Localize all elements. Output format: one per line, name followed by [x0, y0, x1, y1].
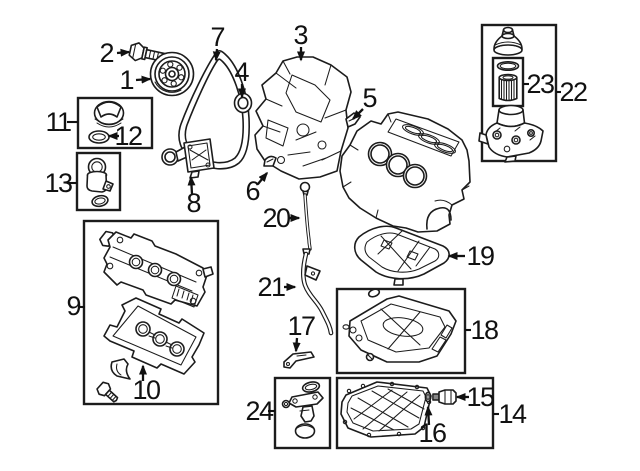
part-drain-plug-gasket[interactable] — [424, 391, 432, 403]
callout-24[interactable]: 24 — [245, 396, 275, 426]
part-oil-filler-cap[interactable] — [93, 100, 125, 128]
part-mounting-bracket[interactable] — [283, 351, 315, 369]
leader-arrows — [67, 47, 561, 426]
part-drain-plug[interactable] — [432, 389, 457, 405]
part-cap-seal-kit[interactable] — [86, 157, 114, 208]
callout-12[interactable]: 12 — [114, 121, 143, 151]
callout-18[interactable]: 18 — [470, 315, 499, 345]
part-oil-baffle-plate[interactable] — [353, 225, 450, 286]
callout-17[interactable]: 17 — [287, 311, 316, 341]
callout-4[interactable]: 4 — [234, 57, 249, 87]
part-valve-cover-gasket[interactable] — [95, 297, 205, 406]
part-crankshaft-pulley[interactable] — [149, 51, 195, 97]
callout-15[interactable]: 15 — [466, 382, 495, 412]
callout-9[interactable]: 9 — [66, 291, 81, 321]
callout-1[interactable]: 1 — [119, 65, 134, 95]
callout-13[interactable]: 13 — [44, 168, 73, 198]
callout-2[interactable]: 2 — [99, 38, 114, 68]
callout-19[interactable]: 19 — [466, 241, 495, 271]
part-oil-pump-pickup[interactable] — [281, 381, 324, 439]
callout-21[interactable]: 21 — [257, 272, 286, 302]
box-cap-seal-group — [75, 151, 122, 212]
callout-20[interactable]: 20 — [262, 203, 291, 233]
callout-14[interactable]: 14 — [498, 399, 528, 429]
callout-8[interactable]: 8 — [186, 188, 201, 218]
part-lower-retainer-clip[interactable] — [263, 155, 277, 167]
part-lower-oil-pan[interactable] — [340, 381, 432, 438]
part-timing-belt[interactable] — [178, 50, 250, 170]
callout-23[interactable]: 23 — [526, 69, 555, 99]
part-engine-block[interactable] — [339, 111, 471, 233]
callout-5[interactable]: 5 — [362, 83, 377, 113]
part-valve-cover-assembly[interactable] — [98, 229, 214, 308]
part-belt-tensioner[interactable] — [161, 138, 215, 179]
callout-10[interactable]: 10 — [132, 375, 161, 405]
callout-11[interactable]: 11 — [45, 107, 72, 137]
box-valve-cover-group — [82, 219, 220, 406]
part-timing-cover[interactable] — [254, 56, 352, 180]
callout-16[interactable]: 16 — [418, 418, 447, 448]
part-upper-oil-pan[interactable] — [342, 288, 457, 363]
callout-labels: 1 2 3 4 5 6 7 8 9 10 11 12 13 14 15 16 1… — [44, 20, 588, 448]
part-oil-dipstick[interactable] — [299, 181, 312, 251]
part-filler-cap-seal[interactable] — [88, 130, 110, 144]
callout-7[interactable]: 7 — [210, 22, 225, 52]
box-oil-pump — [273, 376, 332, 450]
part-oil-filter-assembly[interactable] — [478, 26, 544, 163]
callout-22[interactable]: 22 — [559, 77, 588, 107]
callout-3[interactable]: 3 — [293, 20, 308, 50]
part-dipstick-tube[interactable] — [300, 248, 334, 336]
callout-6[interactable]: 6 — [245, 176, 260, 206]
